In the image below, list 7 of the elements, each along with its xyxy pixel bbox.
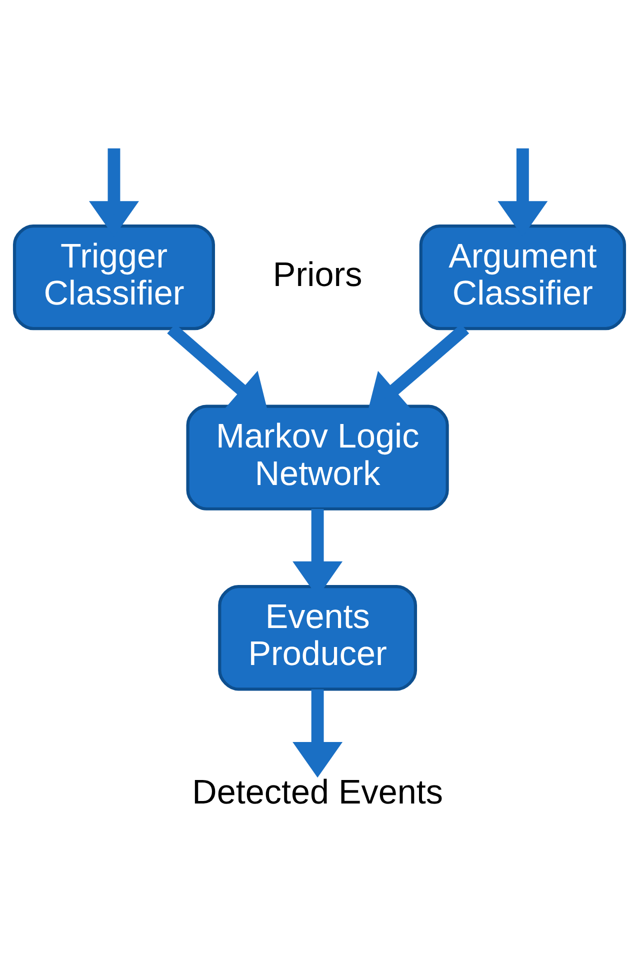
node-box: Events Producer [218,585,418,691]
node-text: Detected Events [192,774,443,812]
node-box: Argument Classifier [419,224,626,330]
label: Priors [272,256,362,294]
arrow [292,689,343,778]
node-box: Markov Logic Network [186,404,449,510]
node-box: Trigger Classifier [12,224,215,330]
